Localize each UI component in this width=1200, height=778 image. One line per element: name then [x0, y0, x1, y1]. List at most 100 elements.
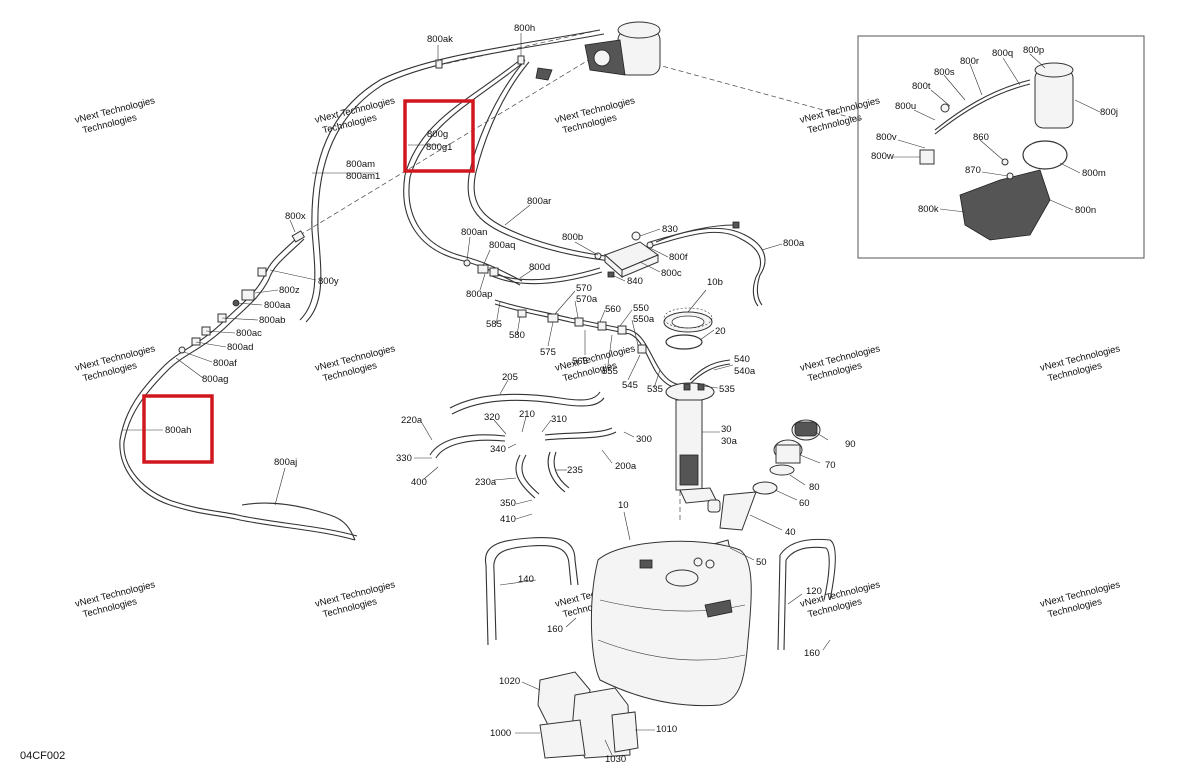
label-60: 60 [799, 498, 810, 509]
label-800n: 800n [1075, 205, 1096, 216]
label-540a: 540a [734, 366, 756, 377]
pump-module-800c [594, 221, 740, 279]
label-800j: 800j [1100, 107, 1118, 118]
label-800ar: 800ar [527, 196, 551, 207]
label-320: 320 [484, 412, 500, 423]
label-30: 30 [721, 424, 732, 435]
label-800ak: 800ak [427, 34, 453, 45]
label-830: 830 [662, 224, 678, 235]
fuel-pump-assembly [665, 382, 717, 504]
label-10b: 10b [707, 277, 723, 288]
label-800aj: 800aj [274, 457, 297, 468]
label-800w: 800w [871, 151, 894, 162]
label-545: 545 [622, 380, 638, 391]
label-570a: 570a [576, 294, 598, 305]
label-860: 860 [973, 132, 989, 143]
highlight-box-800g [403, 99, 475, 173]
label-800af: 800af [213, 358, 237, 369]
label-800b: 800b [562, 232, 583, 243]
label-205: 205 [502, 372, 518, 383]
label-800g: 800g [427, 129, 448, 140]
lock-ring-and-seal [663, 307, 713, 350]
label-800k: 800k [918, 204, 939, 215]
label-800p: 800p [1023, 45, 1044, 56]
charcoal-canister [584, 21, 661, 76]
label-80: 80 [809, 482, 820, 493]
label-800ac: 800ac [236, 328, 262, 339]
label-555: 555 [602, 366, 618, 377]
label-585: 585 [486, 319, 502, 330]
heat-shields [537, 671, 639, 759]
label-800am1: 800am1 [346, 171, 380, 182]
label-800q: 800q [992, 48, 1013, 59]
label-70: 70 [825, 460, 836, 471]
label-800an: 800an [461, 227, 487, 238]
label-20: 20 [715, 326, 726, 337]
label-800s: 800s [934, 67, 955, 78]
label-800x: 800x [285, 211, 306, 222]
part-labels: 800ak 800h 800g 800g1 800am 800am1 800x … [165, 23, 1118, 765]
label-800h: 800h [514, 23, 535, 34]
diagram-reference-code: 04CF002 [20, 750, 66, 762]
label-10: 10 [618, 500, 629, 511]
label-1030: 1030 [605, 754, 626, 765]
label-40: 40 [785, 527, 796, 538]
label-350: 350 [500, 498, 516, 509]
label-310: 310 [551, 414, 567, 425]
label-140: 140 [518, 574, 534, 585]
inset-detail [857, 35, 1145, 259]
label-800g1: 800g1 [426, 142, 452, 153]
label-410: 410 [500, 514, 516, 525]
label-840: 840 [627, 276, 643, 287]
label-535: 535 [647, 384, 663, 395]
label-1000: 1000 [490, 728, 511, 739]
label-800ap: 800ap [466, 289, 492, 300]
label-800ab: 800ab [259, 315, 285, 326]
fuel-tank [590, 540, 752, 707]
label-800z: 800z [279, 285, 300, 296]
label-160-right: 160 [804, 648, 820, 659]
label-300: 300 [636, 434, 652, 445]
label-200a: 200a [615, 461, 637, 472]
label-800am: 800am [346, 159, 375, 170]
label-565: 565 [572, 356, 588, 367]
label-800y: 800y [318, 276, 339, 287]
label-800r: 800r [960, 56, 979, 67]
label-550a: 550a [633, 314, 655, 325]
highlight-box-800ah [142, 394, 214, 464]
label-800v: 800v [876, 132, 897, 143]
label-800aq: 800aq [489, 240, 515, 251]
label-800u: 800u [895, 101, 916, 112]
label-1010: 1010 [656, 724, 677, 735]
hose-lines [119, 29, 766, 541]
label-800d: 800d [529, 262, 550, 273]
label-800aa: 800aa [264, 300, 291, 311]
label-800c: 800c [661, 268, 682, 279]
label-570: 570 [576, 283, 592, 294]
fittings-800ap [463, 259, 647, 354]
label-340: 340 [490, 444, 506, 455]
label-800m: 800m [1082, 168, 1106, 179]
label-50: 50 [756, 557, 767, 568]
label-800ag: 800ag [202, 374, 228, 385]
label-560: 560 [605, 304, 621, 315]
label-550: 550 [633, 303, 649, 314]
label-540: 540 [734, 354, 750, 365]
label-580: 580 [509, 330, 525, 341]
label-800f: 800f [669, 252, 688, 263]
label-330: 330 [396, 453, 412, 464]
label-400: 400 [411, 477, 427, 488]
label-535-b: 535 [719, 384, 735, 395]
leader-lines [122, 33, 1101, 756]
label-90: 90 [845, 439, 856, 450]
label-210: 210 [519, 409, 535, 420]
label-230a: 230a [475, 477, 497, 488]
label-575: 575 [540, 347, 556, 358]
tank-straps [484, 537, 836, 651]
connector-parts [435, 55, 553, 81]
label-220a: 220a [401, 415, 423, 426]
label-870: 870 [965, 165, 981, 176]
label-160-left: 160 [547, 624, 563, 635]
label-800ad: 800ad [227, 342, 253, 353]
label-1020: 1020 [499, 676, 520, 687]
